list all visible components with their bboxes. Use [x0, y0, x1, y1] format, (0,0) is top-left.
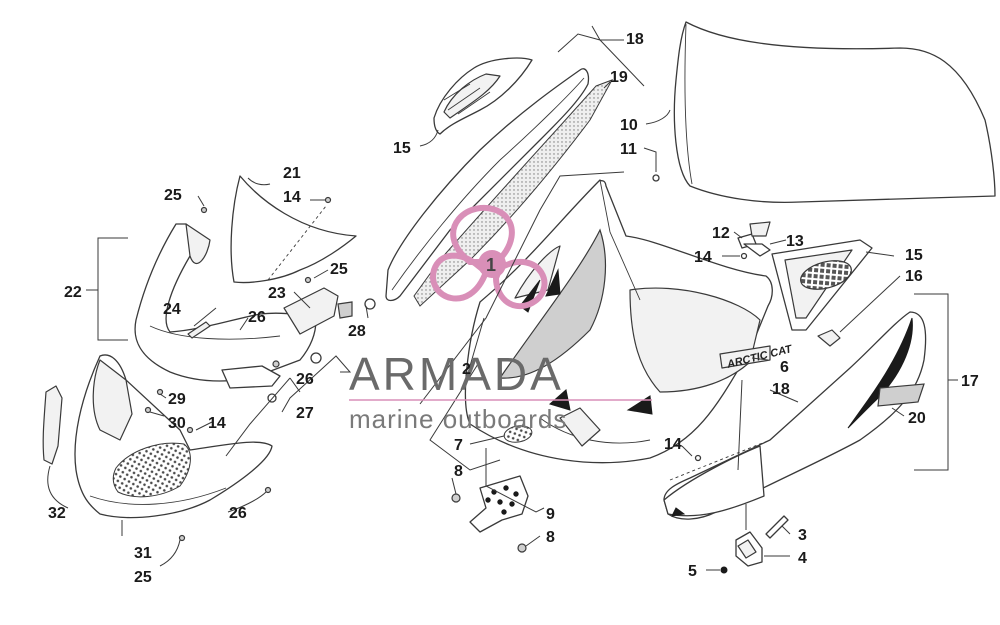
nose-cone-22 [134, 223, 353, 382]
callout-22: 22 [64, 284, 82, 301]
trim-32 [42, 385, 63, 465]
callout-14-bottom: 14 [664, 436, 682, 453]
callout-29: 29 [168, 391, 186, 408]
leader-lines [47, 25, 958, 571]
callout-10: 10 [620, 117, 638, 134]
screw-14-top [324, 196, 332, 204]
callout-18-top: 18 [626, 31, 644, 48]
callout-3: 3 [798, 527, 807, 544]
right-side-panel [663, 311, 927, 520]
callout-14-lower: 14 [208, 415, 226, 432]
callout-30: 30 [168, 415, 186, 432]
callout-25-mid: 25 [330, 261, 348, 278]
callout-18-right: 18 [772, 381, 790, 398]
callout-6: 6 [780, 359, 789, 376]
foam-strip-19 [413, 79, 614, 307]
callout-8-upper: 8 [454, 463, 463, 480]
callout-27: 27 [296, 405, 314, 422]
callout-13: 13 [786, 233, 804, 250]
washer-28 [310, 352, 322, 364]
trim-24 [187, 321, 211, 339]
callout-31: 31 [134, 545, 152, 562]
callout-23: 23 [268, 285, 286, 302]
callout-28: 28 [348, 323, 366, 340]
bracket-9 [469, 475, 529, 533]
callout-26-lower: 26 [229, 505, 247, 522]
screw-14-right [694, 454, 702, 462]
cover-21 [230, 175, 357, 284]
emblem-7 [503, 425, 533, 443]
callout-5: 5 [688, 563, 697, 580]
screw-14-lower [186, 426, 194, 434]
callout-25-lower: 25 [134, 569, 152, 586]
screw-25-lower [178, 534, 186, 542]
bolt-3 [765, 515, 789, 539]
screw-11 [652, 174, 660, 182]
screw-30 [144, 406, 152, 414]
air-intake-31 [74, 354, 273, 519]
callout-12: 12 [712, 225, 730, 242]
watermark-logo: 1 [430, 204, 548, 309]
watermark-brand: ARMADA [349, 348, 564, 400]
callout-14-right: 14 [694, 249, 712, 266]
callout-14-top: 14 [283, 189, 301, 206]
watermark-number: 1 [486, 255, 496, 275]
callout-25-top: 25 [164, 187, 182, 204]
bracket-4 [735, 531, 763, 567]
callout-8-lower: 8 [546, 529, 555, 546]
clip-16 [817, 329, 841, 347]
screw-29 [156, 388, 164, 396]
nut-5 [720, 566, 728, 574]
nut-8-lower [517, 543, 527, 553]
callouts: 18 19 15 10 11 21 25 14 22 25 23 24 26 2… [48, 31, 979, 586]
bracket-12-13 [737, 221, 771, 260]
watermark-tagline: marine outboards [349, 404, 567, 434]
nut-26 [272, 360, 280, 368]
callout-7: 7 [454, 437, 463, 454]
callout-17: 17 [961, 373, 979, 390]
callout-2: 2 [462, 361, 471, 378]
callout-16: 16 [905, 268, 923, 285]
callout-24: 24 [163, 301, 181, 318]
screw-28 [364, 298, 376, 310]
callout-4: 4 [798, 550, 807, 567]
callout-26-mid: 26 [296, 371, 314, 388]
screw-25-mid [304, 276, 312, 284]
bracket-27 [221, 365, 281, 389]
side-window-15 [771, 239, 873, 331]
callout-11: 11 [620, 141, 637, 158]
callout-21: 21 [283, 165, 301, 182]
callout-9: 9 [546, 506, 555, 523]
callout-15-upper: 15 [393, 140, 411, 157]
screw-26-lower [264, 486, 272, 494]
dash-21 [267, 205, 327, 281]
callout-26-upper: 26 [248, 309, 266, 326]
callout-19: 19 [610, 69, 628, 86]
callout-20: 20 [908, 410, 926, 427]
screw-25-top [200, 206, 208, 214]
upper-side-panel-15 [433, 57, 533, 135]
long-trim-18 [385, 68, 590, 302]
callout-32: 32 [48, 505, 66, 522]
nut-8-upper [451, 493, 461, 503]
callout-15-right: 15 [905, 247, 923, 264]
windshield [673, 21, 996, 203]
